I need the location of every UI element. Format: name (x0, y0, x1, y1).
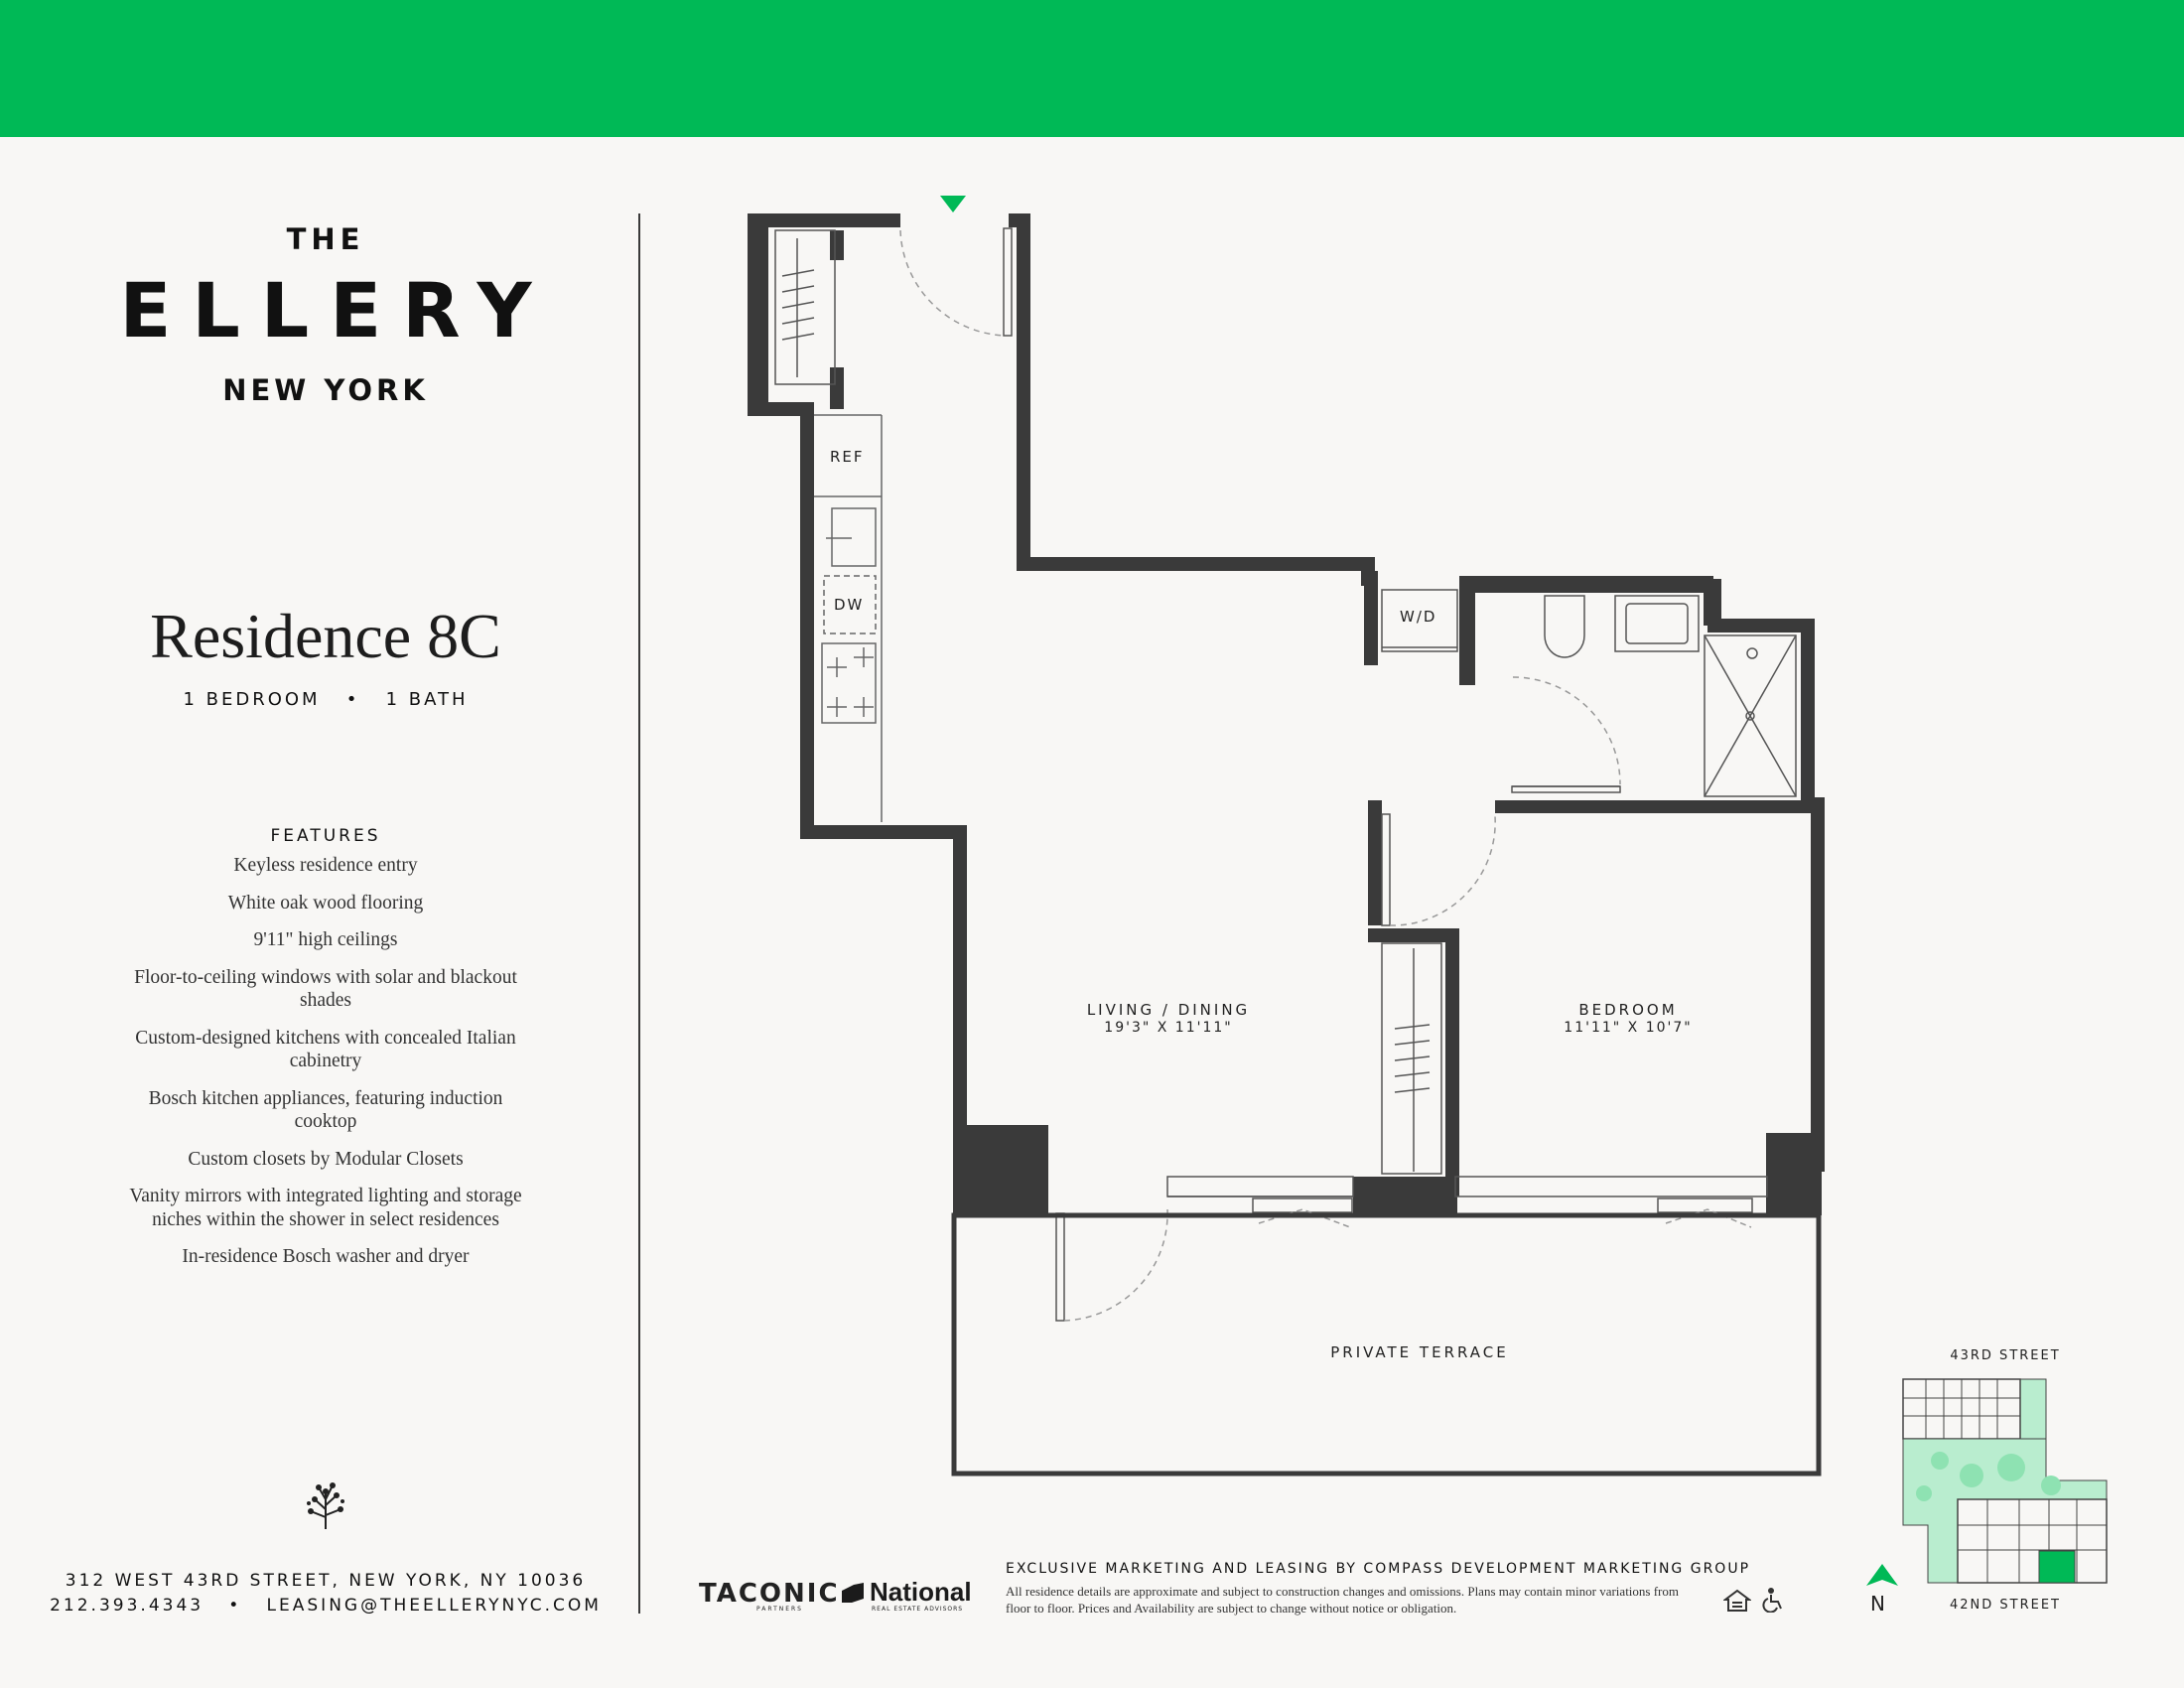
feature-item: In-residence Bosch washer and dryer (182, 1246, 470, 1267)
equal-housing-icon (1723, 1589, 1751, 1612)
north-label: N (1870, 1592, 1885, 1616)
residence-title: Residence 8C (150, 601, 501, 671)
street-north: 43RD STREET (1950, 1348, 2061, 1363)
feature-item: 9'11" high ceilings (253, 929, 398, 950)
tree-icon (307, 1482, 344, 1529)
feature-item: Keyless residence entry (233, 855, 418, 876)
phone[interactable]: 212.393.4343 (50, 1596, 205, 1616)
taconic-sub: PARTNERS (756, 1606, 803, 1613)
room-dims-bedroom: 11'11" X 10'7" (1564, 1020, 1693, 1036)
national-logo-icon (842, 1583, 864, 1603)
taconic-logo: TACONIC (699, 1579, 840, 1609)
bed-bath-summary: 1 BEDROOM • 1 BATH (0, 689, 651, 710)
national-sub: REAL ESTATE ADVISORS (872, 1606, 964, 1613)
feature-item: Custom-designed kitchens with concealed … (135, 1027, 516, 1072)
features-heading: FEATURES (270, 826, 381, 846)
feature-item: White oak wood flooring (227, 892, 424, 914)
column-divider (638, 213, 640, 1614)
feature-item: Vanity mirrors with integrated lighting … (129, 1186, 522, 1230)
feature-item: Bosch kitchen appliances, featuring indu… (148, 1087, 503, 1133)
appliance-dw: DW (834, 596, 865, 614)
entry-marker-icon (940, 196, 966, 212)
feature-item: Floor-to-ceiling windows with solar and … (134, 966, 517, 1012)
logo-new-york: NEW YORK (222, 373, 429, 407)
room-label-bedroom: BEDROOM (1578, 1001, 1678, 1019)
disclaimer: All residence details are approximate an… (1006, 1584, 1679, 1616)
street-south: 42ND STREET (1949, 1598, 2061, 1613)
appliance-wd: W/D (1400, 608, 1437, 626)
contact-line: 212.393.4343 • LEASING@THEELLERYNYC.COM (0, 1596, 651, 1616)
room-label-living: LIVING / DINING (1086, 1001, 1251, 1019)
features-list: Keyless residence entry White oak wood f… (119, 854, 532, 1283)
room-dims-living: 19'3" X 11'11" (1104, 1020, 1233, 1036)
unit-highlight (2038, 1550, 2076, 1584)
bath-count: 1 BATH (385, 689, 469, 710)
feature-item: Custom closets by Modular Closets (188, 1148, 464, 1170)
logo-ellery: ELLERY (119, 266, 553, 354)
separator-dot: • (228, 1596, 242, 1616)
address: 312 WEST 43RD STREET, NEW YORK, NY 10036 (65, 1571, 587, 1591)
exclusive-marketing: EXCLUSIVE MARKETING AND LEASING BY COMPA… (1006, 1561, 1751, 1577)
room-label-terrace: PRIVATE TERRACE (1330, 1343, 1509, 1361)
email-link[interactable]: LEASING@THEELLERYNYC.COM (266, 1596, 602, 1616)
accessibility-icon (1762, 1588, 1782, 1613)
national-logo: National (870, 1577, 972, 1607)
bedroom-count: 1 BEDROOM (183, 689, 321, 710)
appliance-ref: REF (830, 448, 865, 466)
north-arrow-icon (1866, 1564, 1898, 1586)
top-accent-bar (0, 0, 2184, 137)
logo-the: THE (286, 222, 365, 256)
key-plan (1902, 1378, 2108, 1584)
separator-dot: • (345, 689, 360, 710)
